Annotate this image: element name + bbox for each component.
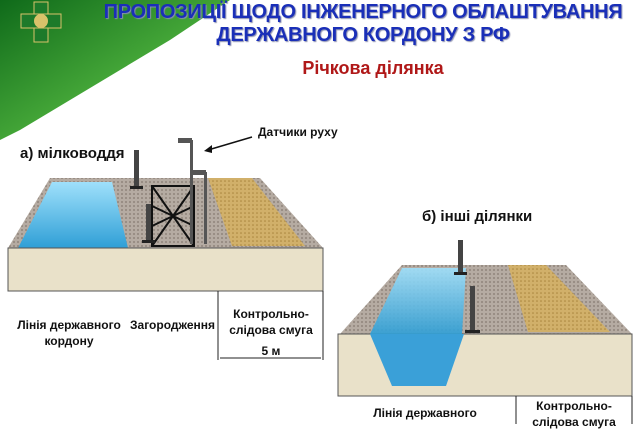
fence-label: Загородження <box>130 318 216 332</box>
diagram-b-control-strip-label: Контрольно- слідова смуга <box>516 398 632 430</box>
border-post-icon <box>130 150 155 243</box>
fence-icon <box>151 185 195 247</box>
border-post-icon <box>454 240 480 333</box>
diagram-a-shallow-water <box>7 136 324 360</box>
control-strip-label: Контрольно- слідова смуга <box>220 306 322 338</box>
page-subtitle: Річкова ділянка <box>302 58 444 78</box>
page-title-line-1: ПРОПОЗИЦІЇ ЩОДО ІНЖЕНЕРНОГО ОБЛАШТУВАННЯ <box>103 1 623 23</box>
diagram-a-control-strip <box>208 178 305 246</box>
diagram-b-other-sections <box>337 240 633 424</box>
diagram-a-ground-block <box>7 247 324 292</box>
diagram-a-heading: а) мілководдя <box>20 145 125 162</box>
green-banner <box>0 0 230 140</box>
page-title-line-2: ДЕРЖАВНОГО КОРДОНУ З РФ <box>216 24 510 46</box>
diagram-b-control-strip-label-line-1: Контрольно- <box>536 399 612 413</box>
strip-width-dimension <box>217 291 324 360</box>
diagram-b-control-strip-label-line-2: слідова смуга <box>532 415 616 429</box>
border-line-label-line-1: Лінія державного <box>17 318 121 332</box>
strip-width-label: 5 м <box>261 344 281 358</box>
control-strip-label-line-2: слідова смуга <box>229 323 313 337</box>
motion-sensor-icon <box>178 138 207 244</box>
diagram-a-water <box>18 182 128 248</box>
border-guard-emblem-icon <box>20 1 62 43</box>
border-line-label: Лінія державного кордону <box>14 317 124 349</box>
diagram-b-water <box>370 268 466 334</box>
motion-sensors-label: Датчики руху <box>258 125 338 139</box>
diagram-b-border-line-label: Лінія державного <box>373 406 477 420</box>
control-strip-label-line-1: Контрольно- <box>233 307 309 321</box>
diagram-b-heading: б) інші ділянки <box>422 208 533 225</box>
border-line-label-line-2: кордону <box>44 334 94 348</box>
diagram-b-control-strip <box>508 265 610 332</box>
sensor-pointer-arrow <box>207 136 253 151</box>
